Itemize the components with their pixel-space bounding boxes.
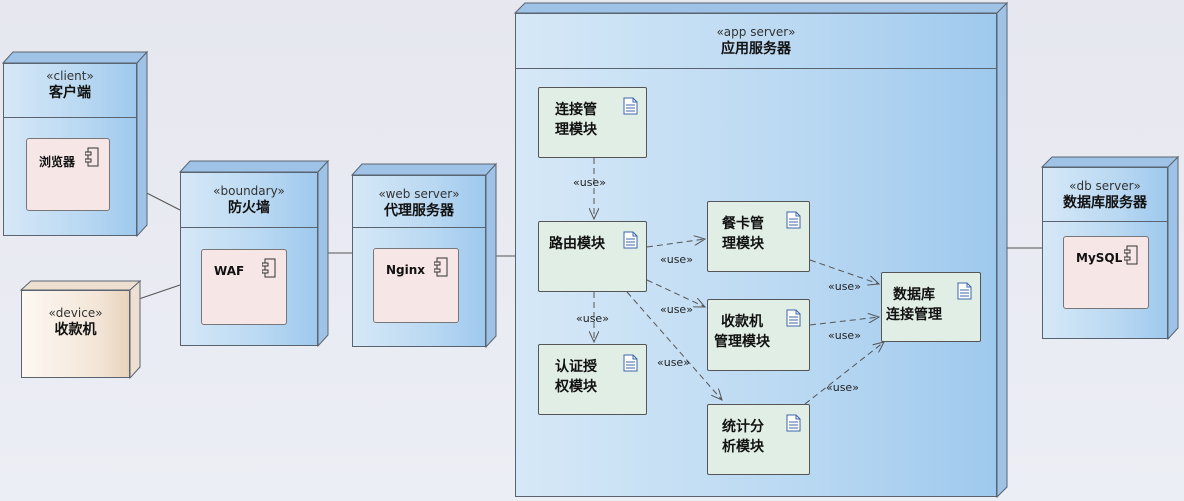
use-label-route-pos: «use» xyxy=(660,303,693,316)
module-label: 收款机 管理模块 xyxy=(714,314,770,350)
component-icon xyxy=(85,147,99,167)
module-connection-management[interactable]: 连接管 理模块 xyxy=(538,87,647,158)
node-client[interactable]: «client» 客户端 浏览器 xyxy=(3,63,137,236)
module-card-management[interactable]: 餐卡管 理模块 xyxy=(707,201,810,272)
node-stereotype: «web server» xyxy=(378,187,460,201)
use-label-pos-db: «use» xyxy=(828,329,861,342)
module-label: 餐卡管 理模块 xyxy=(722,216,764,252)
node-title: 代理服务器 xyxy=(384,203,454,219)
node-firewall[interactable]: «boundary» 防火墙 WAF xyxy=(180,172,318,346)
component-icon xyxy=(262,258,276,278)
document-icon xyxy=(623,231,638,249)
component-mysql[interactable]: MySQL xyxy=(1063,236,1149,309)
node-title: 客户端 xyxy=(49,85,91,101)
component-label: MySQL xyxy=(1076,251,1123,265)
component-label: WAF xyxy=(214,264,245,278)
node-db-server[interactable]: «db server» 数据库服务器 MySQL xyxy=(1042,167,1168,339)
component-label: 浏览器 xyxy=(39,155,76,169)
node-title: 应用服务器 xyxy=(721,41,791,57)
module-label: 统计分 析模块 xyxy=(722,419,764,455)
component-icon xyxy=(434,257,448,277)
module-routing[interactable]: 路由模块 xyxy=(538,221,647,292)
use-label-route-card: «use» xyxy=(660,253,693,266)
use-label-route-stats: «use» xyxy=(657,356,690,369)
node-stereotype: «client» xyxy=(46,69,94,83)
module-label: 连接管 理模块 xyxy=(555,102,597,138)
module-db-connection[interactable]: 数据库 连接管理 xyxy=(881,272,981,342)
node-title: 防火墙 xyxy=(228,200,270,216)
module-label: 路由模块 xyxy=(549,236,605,252)
use-label-card-db: «use» xyxy=(828,280,861,293)
node-title: 数据库服务器 xyxy=(1063,195,1147,211)
module-label: 认证授 权模块 xyxy=(555,359,597,395)
node-stereotype: «device» xyxy=(48,306,103,320)
link-device-firewall xyxy=(129,284,181,303)
document-icon xyxy=(786,309,801,327)
module-pos-management[interactable]: 收款机 管理模块 xyxy=(707,299,810,371)
node-stereotype: «db server» xyxy=(1069,179,1141,193)
use-label-stats-db: «use» xyxy=(826,381,859,394)
module-auth[interactable]: 认证授 权模块 xyxy=(538,344,647,415)
document-icon xyxy=(623,354,638,372)
document-icon xyxy=(957,282,972,300)
use-label-conn-route: «use» xyxy=(573,176,606,189)
component-icon xyxy=(1124,245,1138,265)
use-label-route-auth: «use» xyxy=(576,312,609,325)
document-icon xyxy=(786,414,801,432)
module-statistics[interactable]: 统计分 析模块 xyxy=(707,404,810,475)
document-icon xyxy=(623,97,638,115)
document-icon xyxy=(786,211,801,229)
node-device[interactable]: «device» 收款机 xyxy=(21,290,130,378)
component-waf[interactable]: WAF xyxy=(201,249,287,325)
component-nginx[interactable]: Nginx xyxy=(373,248,459,323)
node-web-server[interactable]: «web server» 代理服务器 Nginx xyxy=(352,175,486,347)
component-label: Nginx xyxy=(386,263,426,277)
node-stereotype: «boundary» xyxy=(213,184,285,198)
node-stereotype: «app server» xyxy=(716,25,796,39)
module-label: 数据库 连接管理 xyxy=(886,287,942,323)
node-title: 收款机 xyxy=(54,322,97,338)
link-client-firewall xyxy=(136,187,181,211)
component-browser[interactable]: 浏览器 xyxy=(26,138,110,211)
